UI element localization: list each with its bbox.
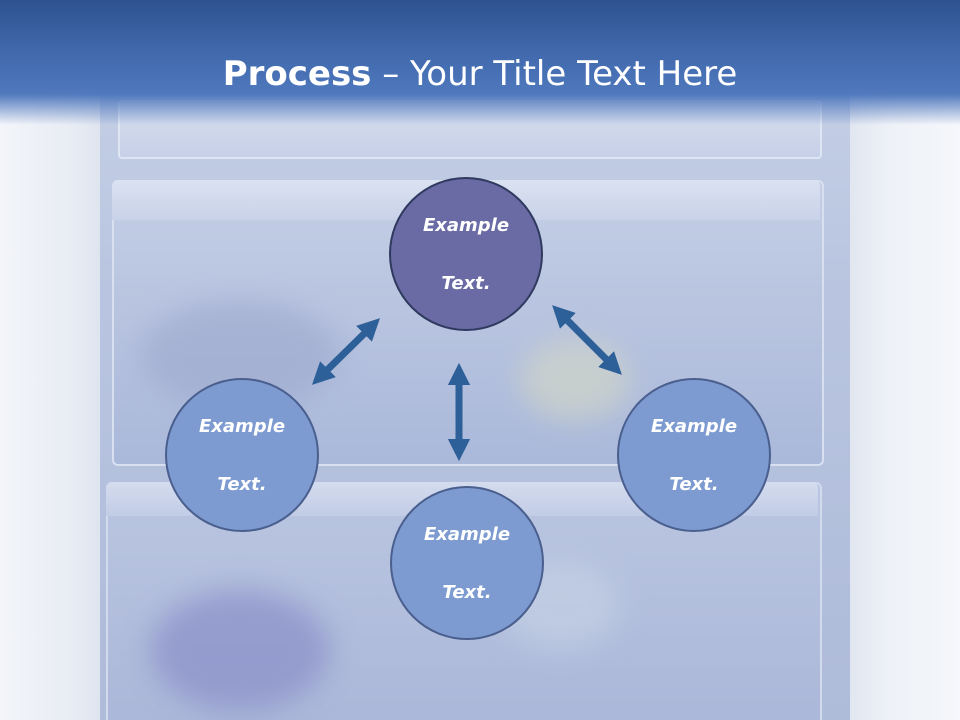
node-label-line1: Example xyxy=(650,415,738,437)
node-label-line1: Example xyxy=(198,415,286,437)
slide-title: Process – Your Title Text Here xyxy=(0,52,960,96)
double-arrow-top-right xyxy=(552,305,622,375)
background-blur xyxy=(150,590,330,710)
slide-title-rest: – Your Title Text Here xyxy=(371,54,738,94)
title-band xyxy=(0,0,960,125)
slide-title-strong: Process xyxy=(222,54,372,94)
node-label-line2: Text. xyxy=(217,473,267,495)
node-label-line2: Text. xyxy=(669,473,719,495)
node-label-line2: Text. xyxy=(442,581,492,603)
node-label-line2: Text. xyxy=(441,272,491,294)
node-label-line1: Example xyxy=(422,214,510,236)
node-label-line1: Example xyxy=(423,523,511,545)
double-arrow-top-left xyxy=(312,318,380,385)
